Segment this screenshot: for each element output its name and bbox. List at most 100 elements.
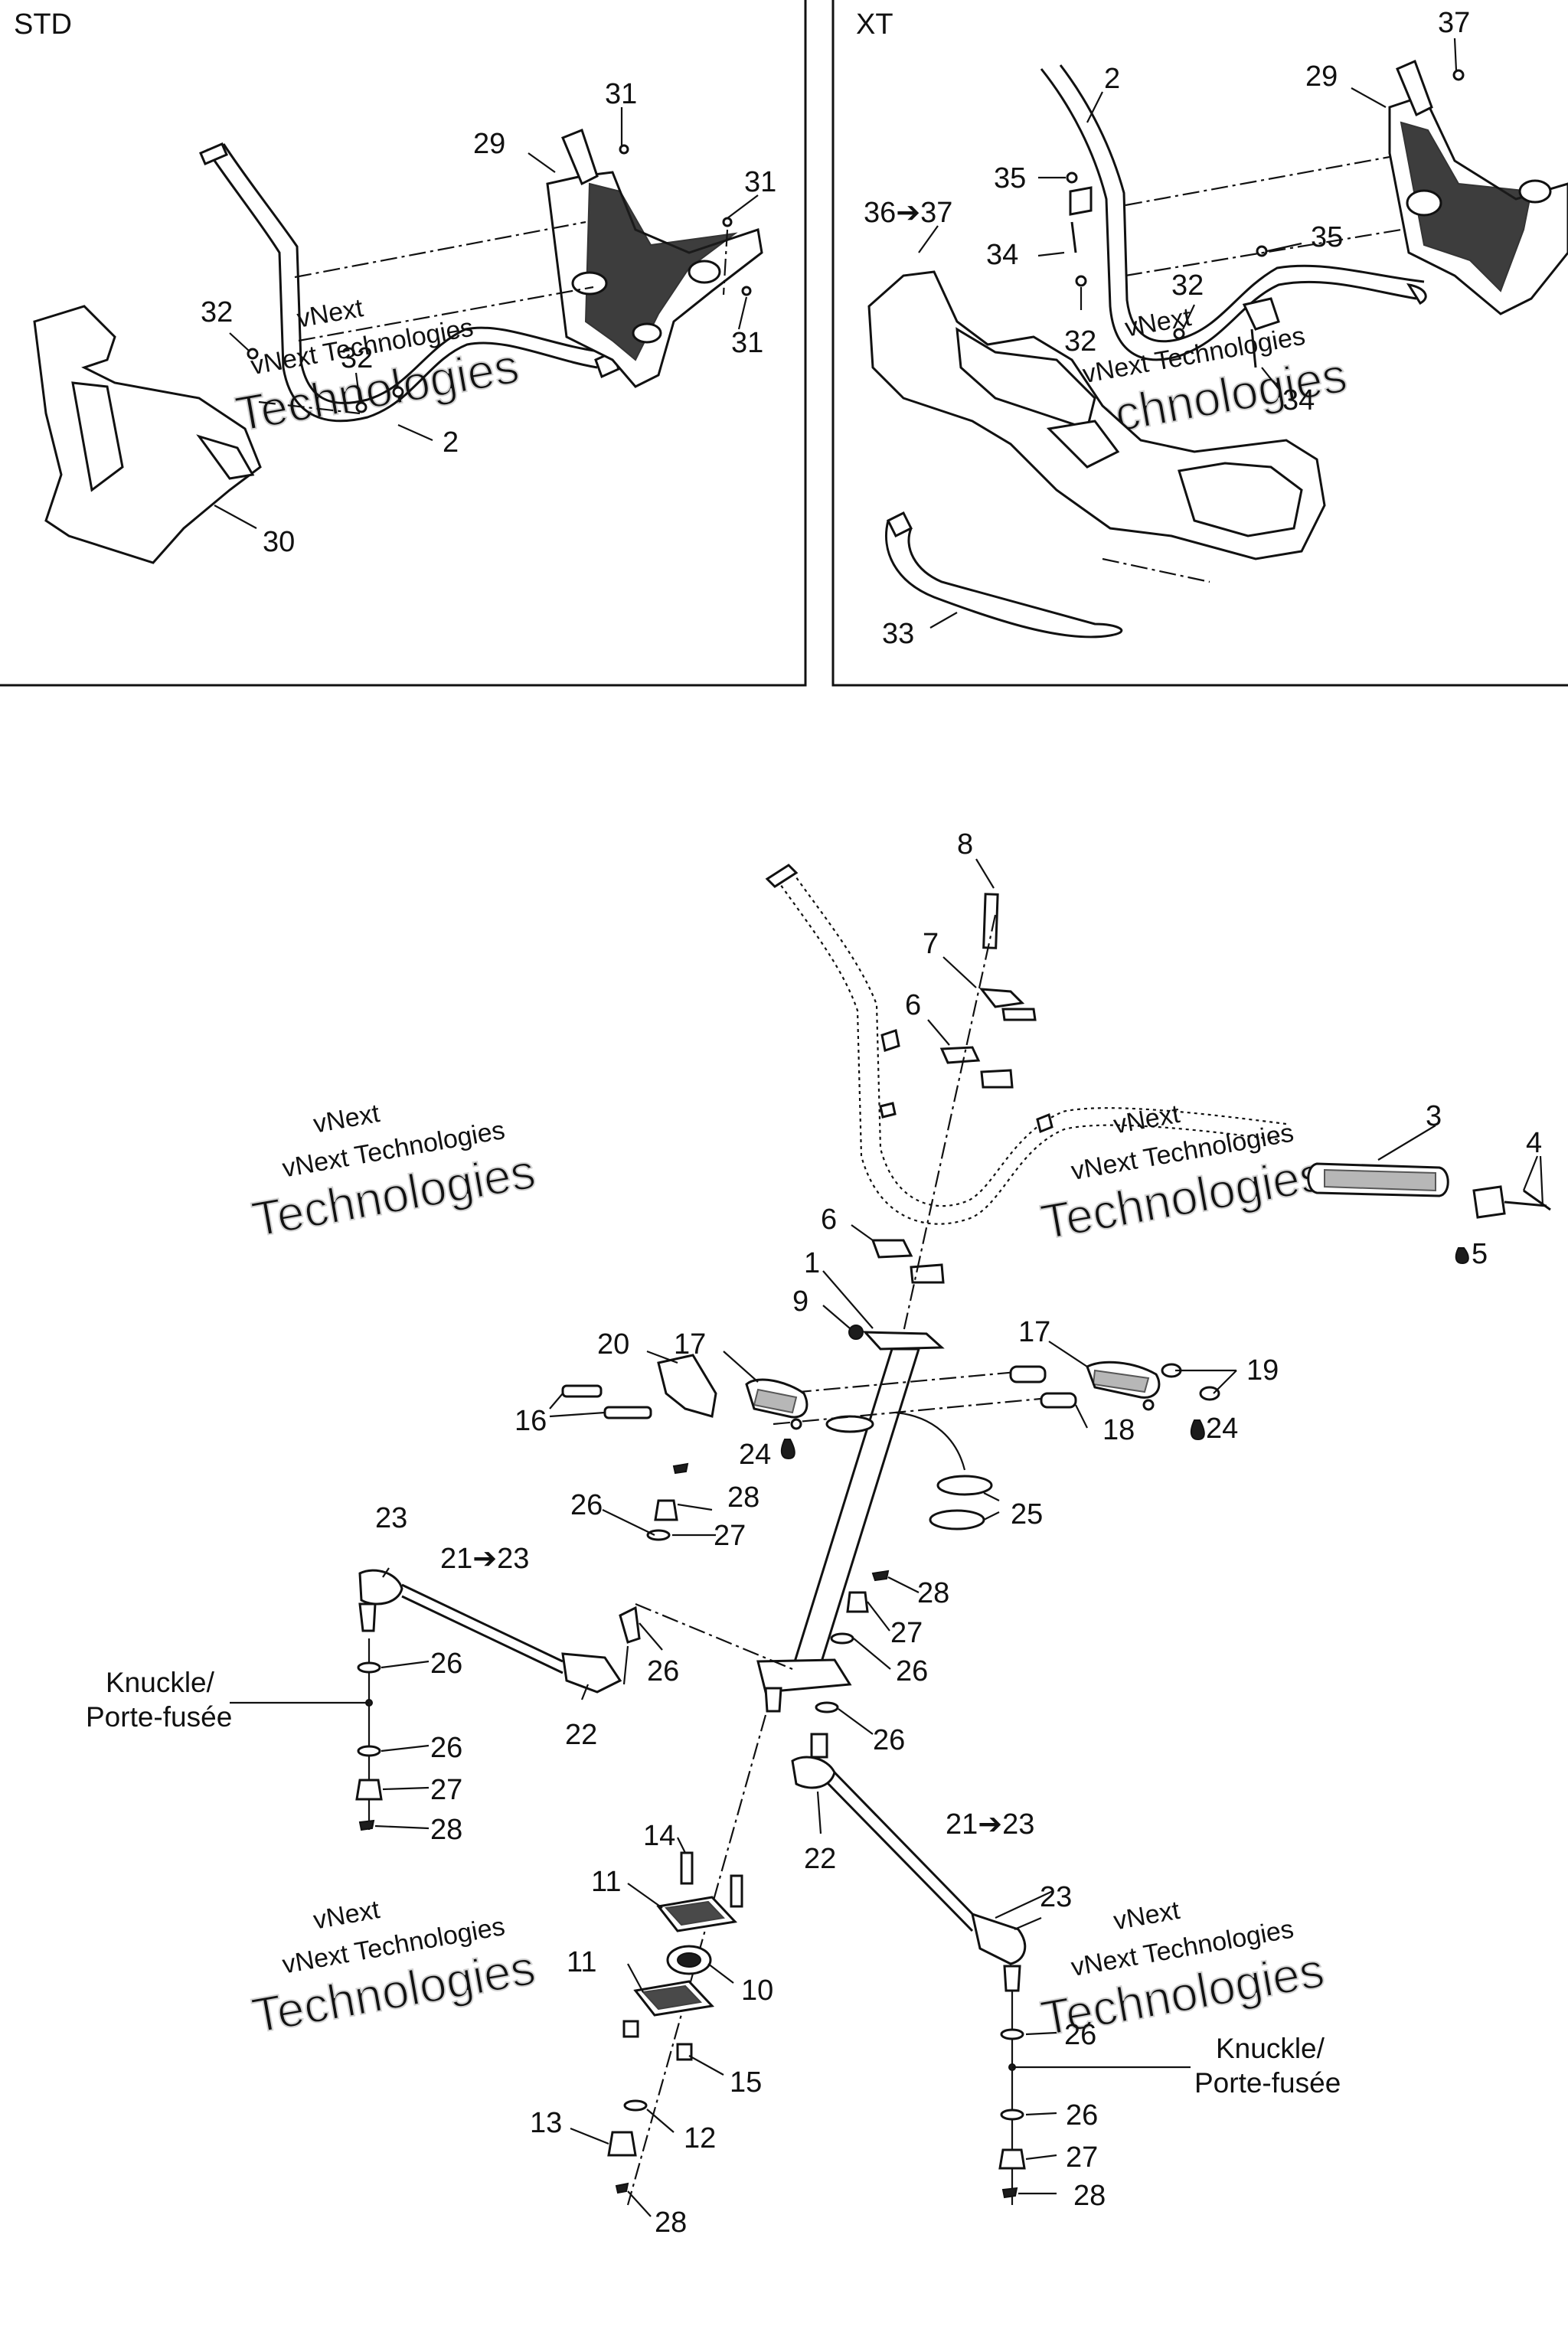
callout-label: 34: [986, 239, 1018, 271]
callout-label: 29: [473, 128, 505, 160]
svg-text:Porte-fusée: Porte-fusée: [1194, 2067, 1341, 2099]
callout-label: 26: [1064, 2019, 1096, 2051]
callout-label: 18: [1102, 1414, 1135, 1446]
std-hand-guard: [33, 305, 262, 564]
callout-label: 37: [1438, 7, 1470, 39]
main-bearing-assembly: [607, 1851, 743, 2194]
callout-label: 28: [727, 1481, 760, 1514]
knuckle-label-left: Knuckle/ Porte-fusée: [86, 1667, 232, 1733]
callout-label: 2: [443, 426, 459, 459]
svg-text:vNext: vNext: [1112, 1099, 1183, 1140]
svg-text:vNext: vNext: [295, 293, 366, 334]
main-left-knuckle-stack: [230, 1638, 383, 1830]
main-orings: [895, 1411, 993, 1530]
callout-label: 23: [1040, 1881, 1072, 1913]
callout-label: 23: [375, 1502, 407, 1534]
main-handlebar-clamps: [871, 893, 1037, 1284]
callout-label: 31: [744, 166, 776, 198]
callout-label: 11: [567, 1946, 596, 1978]
callout-label: 12: [684, 2122, 716, 2154]
callout-label: 34: [1282, 384, 1315, 416]
callout-label: 10: [741, 1975, 773, 2007]
xt-dash-lines: [1102, 155, 1402, 583]
callout-label: 28: [917, 1577, 949, 1609]
callout-label: 1: [804, 1247, 820, 1279]
callout-label: 32: [341, 342, 373, 374]
watermark-mid-left: vNext vNext Technologies Technologies: [247, 1099, 540, 1248]
callout-label: 36➔37: [864, 197, 952, 229]
xt-handlebar: [1040, 64, 1427, 361]
callout-label: 27: [890, 1617, 923, 1649]
svg-text:vNext: vNext: [311, 1099, 382, 1139]
callout-label: 28: [655, 2207, 687, 2239]
callout-label: 32: [1064, 325, 1096, 358]
callout-label: 17: [1018, 1316, 1050, 1348]
main-handlebar-dotted: [765, 864, 1287, 1225]
callout-label: 21➔23: [946, 1808, 1034, 1841]
xt-callouts: 37 2 29 35 36➔37 34 35 32 32 34 33: [864, 7, 1470, 650]
callout-label: 27: [1066, 2141, 1098, 2174]
callout-label: 9: [792, 1285, 808, 1318]
callout-label: 27: [430, 1774, 462, 1806]
callout-label: 7: [923, 928, 939, 960]
callout-label: 28: [430, 1814, 462, 1846]
std-panel: STD: [0, 0, 807, 687]
callout-label: 26: [1066, 2099, 1098, 2132]
main-pivot-arms: [561, 1354, 1220, 1460]
callout-label: 21➔23: [440, 1543, 529, 1575]
callout-label: 2: [1104, 63, 1120, 95]
callout-label: 31: [605, 78, 637, 110]
std-dash-lines: [258, 220, 729, 415]
main-left-misc: [358, 1462, 1018, 2199]
callout-label: 4: [1526, 1127, 1542, 1159]
callout-label: 26: [430, 1648, 462, 1680]
std-headlight-housing: [546, 129, 763, 388]
main-steering-column: [756, 1325, 945, 1713]
callout-label: 16: [514, 1405, 547, 1437]
main-right-knuckle-stack: [998, 1991, 1191, 2205]
callout-label: 8: [957, 828, 973, 861]
svg-text:Porte-fusée: Porte-fusée: [86, 1701, 232, 1733]
std-fasteners: [247, 144, 752, 413]
callout-label: 13: [530, 2107, 562, 2139]
callout-label: 28: [1073, 2180, 1106, 2212]
callout-label: 11: [591, 1866, 621, 1898]
svg-text:Knuckle/: Knuckle/: [1216, 2033, 1325, 2064]
callout-label: 20: [597, 1328, 629, 1361]
svg-text:Knuckle/: Knuckle/: [106, 1667, 215, 1698]
xt-panel: XT: [831, 0, 1568, 687]
callout-label: 26: [873, 1724, 905, 1756]
std-callouts: 31 29 31 31 32 32 2 30: [201, 78, 776, 558]
main-leaders: [374, 858, 1544, 2217]
callout-label: 17: [674, 1328, 706, 1361]
callout-label: 35: [994, 162, 1026, 194]
xt-hand-guard-large: [867, 270, 1326, 560]
callout-label: 14: [643, 1820, 675, 1852]
callout-label: 22: [804, 1843, 836, 1875]
knuckle-label-right: Knuckle/ Porte-fusée: [1194, 2033, 1341, 2099]
watermark-low-left: vNext vNext Technologies Technologies: [247, 1895, 540, 2044]
callout-label: 15: [730, 2066, 762, 2099]
callout-label: 3: [1426, 1100, 1442, 1132]
callout-label: 24: [1206, 1413, 1238, 1445]
xt-bumper-bar: [885, 511, 1123, 639]
callout-label: 27: [714, 1520, 746, 1552]
callout-label: 32: [1171, 270, 1204, 302]
std-panel-title: STD: [14, 8, 72, 41]
callout-label: 19: [1246, 1354, 1279, 1387]
callout-label: 29: [1305, 60, 1338, 93]
xt-panel-title: XT: [856, 8, 893, 41]
svg-text:vNext: vNext: [1112, 1896, 1183, 1936]
callout-label: 6: [821, 1204, 837, 1236]
callout-label: 26: [430, 1732, 462, 1764]
xt-fasteners: [1066, 69, 1465, 368]
main-callouts: 8 7 6 3 4 5 6 1 9 20 17 17 19 16 18 24 2…: [375, 828, 1542, 2239]
callout-label: 33: [882, 618, 914, 650]
svg-text:vNext: vNext: [311, 1895, 382, 1936]
main-left-tierod: [358, 1569, 641, 1694]
callout-label: 24: [739, 1439, 771, 1471]
callout-label: 31: [731, 327, 763, 359]
callout-label: 25: [1011, 1498, 1043, 1530]
callout-label: 5: [1472, 1238, 1488, 1270]
